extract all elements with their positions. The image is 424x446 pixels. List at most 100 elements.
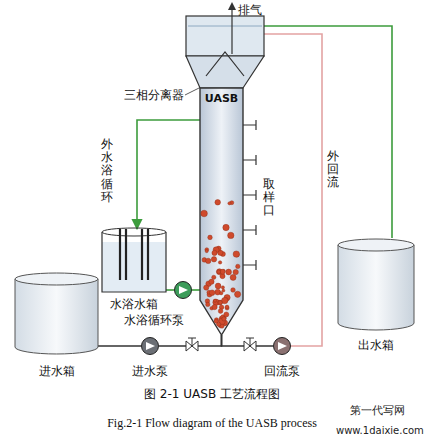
pump-body [274, 338, 291, 355]
sludge-granule [220, 292, 223, 295]
sludge-granule [222, 289, 225, 292]
valve-stem [188, 338, 196, 346]
sludge-granule [220, 269, 225, 274]
sampling-port [243, 260, 256, 270]
sludge-granule [218, 300, 223, 305]
pipe-connector [192, 289, 200, 291]
pipe-connector [98, 345, 141, 347]
heater-rod [141, 229, 143, 280]
water-line [188, 26, 262, 27]
bath-pump: 水浴循环泵 [174, 281, 192, 299]
sludge-granule [215, 200, 221, 206]
sludge-granule [213, 299, 216, 302]
heater-rod [125, 229, 127, 280]
sludge-granule [217, 270, 221, 274]
sludge-granule [217, 322, 221, 326]
pipe-connector [264, 34, 322, 346]
edge-label: 外水浴循环 [101, 138, 113, 204]
sludge-granule [224, 312, 229, 317]
node-label: 水浴水箱 [98, 297, 170, 311]
watermark: 第一代写网 [350, 404, 405, 418]
three-phase-separator-shape [186, 14, 264, 88]
separator-box [186, 16, 264, 56]
influent-pump: 进水泵 [141, 337, 159, 355]
sampling-ports [243, 120, 256, 270]
sampling-port [243, 120, 256, 130]
heater-rod [119, 229, 121, 280]
sludge-granule [211, 257, 216, 262]
pump-body [142, 338, 159, 355]
tank-top [15, 273, 98, 285]
heater-rod [147, 229, 149, 280]
sludge-granule [235, 291, 241, 297]
uasb-reactor: UASB [200, 88, 243, 335]
sludge-granule [218, 309, 223, 314]
water-bath-tank: 水浴水箱 [102, 232, 166, 292]
gas-hood [206, 52, 244, 76]
sludge-granule [221, 286, 224, 289]
sludge-granule [206, 258, 211, 263]
sludge-granule [228, 232, 234, 238]
bath-rim [102, 228, 166, 236]
pump-impeller [278, 342, 287, 350]
water-bath-tank-shape [102, 232, 166, 292]
valve-stem [246, 338, 254, 346]
three-phase-separator: 三相分离器 [186, 14, 264, 88]
pump-impeller [179, 286, 188, 294]
sludge-granule [225, 306, 229, 310]
sludge-granule [233, 251, 239, 257]
sampling-port [243, 190, 256, 200]
uasb-reactor-shape [200, 88, 243, 335]
watermark-url: www.1daixie.com [336, 424, 424, 438]
sludge-granule [201, 210, 208, 217]
exhaust-arrow [228, 2, 236, 10]
pipe-connector [166, 289, 174, 291]
influent-tank: 进水箱 [15, 272, 98, 354]
bath-pump-shape [174, 281, 192, 299]
pipe-connector [137, 120, 200, 229]
node-label: 回流泵 [252, 364, 312, 378]
sampling-port [243, 155, 256, 165]
sludge-granule [208, 235, 213, 240]
node-label: 出水箱 [338, 338, 414, 352]
sludge-granule [204, 285, 209, 290]
effluent-tank: 出水箱 [338, 238, 414, 330]
sampling-port [243, 225, 256, 235]
sampling-label: 取样口 [263, 178, 275, 218]
sludge-granule [236, 264, 240, 268]
return-pump-shape [273, 337, 291, 355]
sludge-granule [209, 290, 215, 296]
sludge-granule [212, 275, 216, 279]
sludge-granule [205, 250, 208, 253]
sludge-granule [226, 269, 232, 275]
sludge-granule [230, 274, 236, 280]
caption: 图 2-1 UASB 工艺流程图 [0, 386, 424, 403]
influent-tank-shape [15, 272, 98, 354]
sludge-granule [212, 250, 217, 255]
bath-water [102, 242, 166, 292]
tank-top [338, 239, 414, 251]
reactor-tube [200, 88, 243, 335]
sludge-granule [225, 305, 229, 309]
bath-tank [102, 232, 166, 292]
exhaust-label: 排气 [238, 3, 262, 17]
separator-cone [186, 56, 264, 88]
sludge-granule [228, 202, 231, 205]
sludge-granule [233, 269, 238, 274]
pump-body [175, 282, 192, 299]
pipe-connector [264, 26, 392, 238]
tank-body [15, 279, 98, 354]
sludge-granule [212, 305, 217, 310]
sludge-granule [231, 288, 236, 293]
sludge-granule [218, 301, 222, 305]
exhaust-pipe [231, 4, 232, 54]
sludge-granule [223, 224, 229, 230]
sludge-granule [206, 302, 210, 306]
influent-pump-shape [141, 337, 159, 355]
return-pump: 回流泵 [273, 337, 291, 355]
sludge-granule [218, 261, 221, 264]
sludge-granule [215, 283, 221, 289]
pump-impeller [146, 342, 155, 350]
node-label: 水浴循环泵 [112, 313, 196, 327]
